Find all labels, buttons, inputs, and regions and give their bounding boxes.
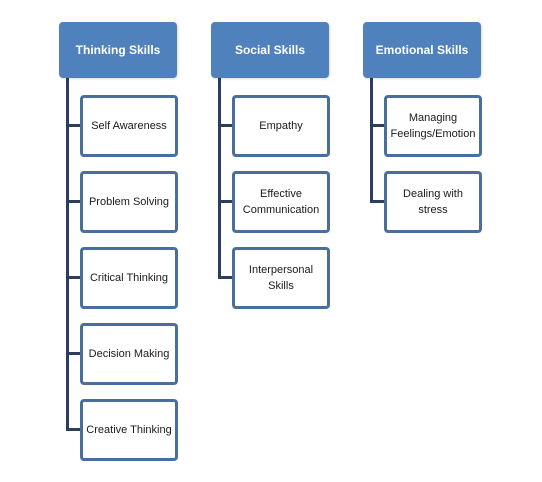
thinking-branch-connector bbox=[66, 352, 82, 355]
thinking-skills-header: Thinking Skills bbox=[59, 22, 177, 78]
thinking-branch-connector bbox=[66, 200, 82, 203]
thinking-skill-node: Decision Making bbox=[80, 323, 178, 385]
social-skills-header: Social Skills bbox=[211, 22, 329, 78]
emotional-skills-trunk-line bbox=[370, 78, 373, 203]
thinking-skill-label: Critical Thinking bbox=[89, 272, 169, 284]
social-skill-label: Effective Communication bbox=[242, 188, 320, 216]
social-skill-node: Effective Communication bbox=[232, 171, 330, 233]
thinking-branch-connector bbox=[66, 124, 82, 127]
thinking-skill-label: Self Awareness bbox=[91, 120, 167, 132]
thinking-branch-connector bbox=[66, 428, 82, 431]
thinking-skill-label: Creative Thinking bbox=[86, 424, 172, 436]
social-skill-node: Empathy bbox=[232, 95, 330, 157]
emotional-skills-title: Emotional Skills bbox=[375, 43, 469, 57]
thinking-skill-node: Critical Thinking bbox=[80, 247, 178, 309]
social-branch-connector bbox=[218, 124, 234, 127]
thinking-skill-node: Problem Solving bbox=[80, 171, 178, 233]
social-skill-label: Interpersonal Skills bbox=[248, 264, 314, 292]
social-skill-label: Empathy bbox=[259, 120, 303, 132]
emotional-skill-label: Managing Feelings/Emotion bbox=[390, 112, 476, 140]
thinking-skill-label: Decision Making bbox=[88, 348, 170, 360]
emotional-skill-label: Dealing with stress bbox=[403, 188, 463, 216]
social-skills-title: Social Skills bbox=[234, 43, 306, 57]
thinking-branch-connector bbox=[66, 276, 82, 279]
social-branch-connector bbox=[218, 276, 234, 279]
emotional-skills-header: Emotional Skills bbox=[363, 22, 481, 78]
thinking-skill-node: Creative Thinking bbox=[80, 399, 178, 461]
thinking-skill-node: Self Awareness bbox=[80, 95, 178, 157]
social-branch-connector bbox=[218, 200, 234, 203]
thinking-skills-title: Thinking Skills bbox=[75, 43, 161, 57]
thinking-skill-label: Problem Solving bbox=[88, 196, 170, 208]
emotional-branch-connector bbox=[370, 124, 386, 127]
thinking-skills-trunk-line bbox=[66, 78, 69, 431]
emotional-skill-node: Managing Feelings/Emotion bbox=[384, 95, 482, 157]
emotional-branch-connector bbox=[370, 200, 386, 203]
emotional-skill-node: Dealing with stress bbox=[384, 171, 482, 233]
social-skills-trunk-line bbox=[218, 78, 221, 279]
social-skill-node: Interpersonal Skills bbox=[232, 247, 330, 309]
